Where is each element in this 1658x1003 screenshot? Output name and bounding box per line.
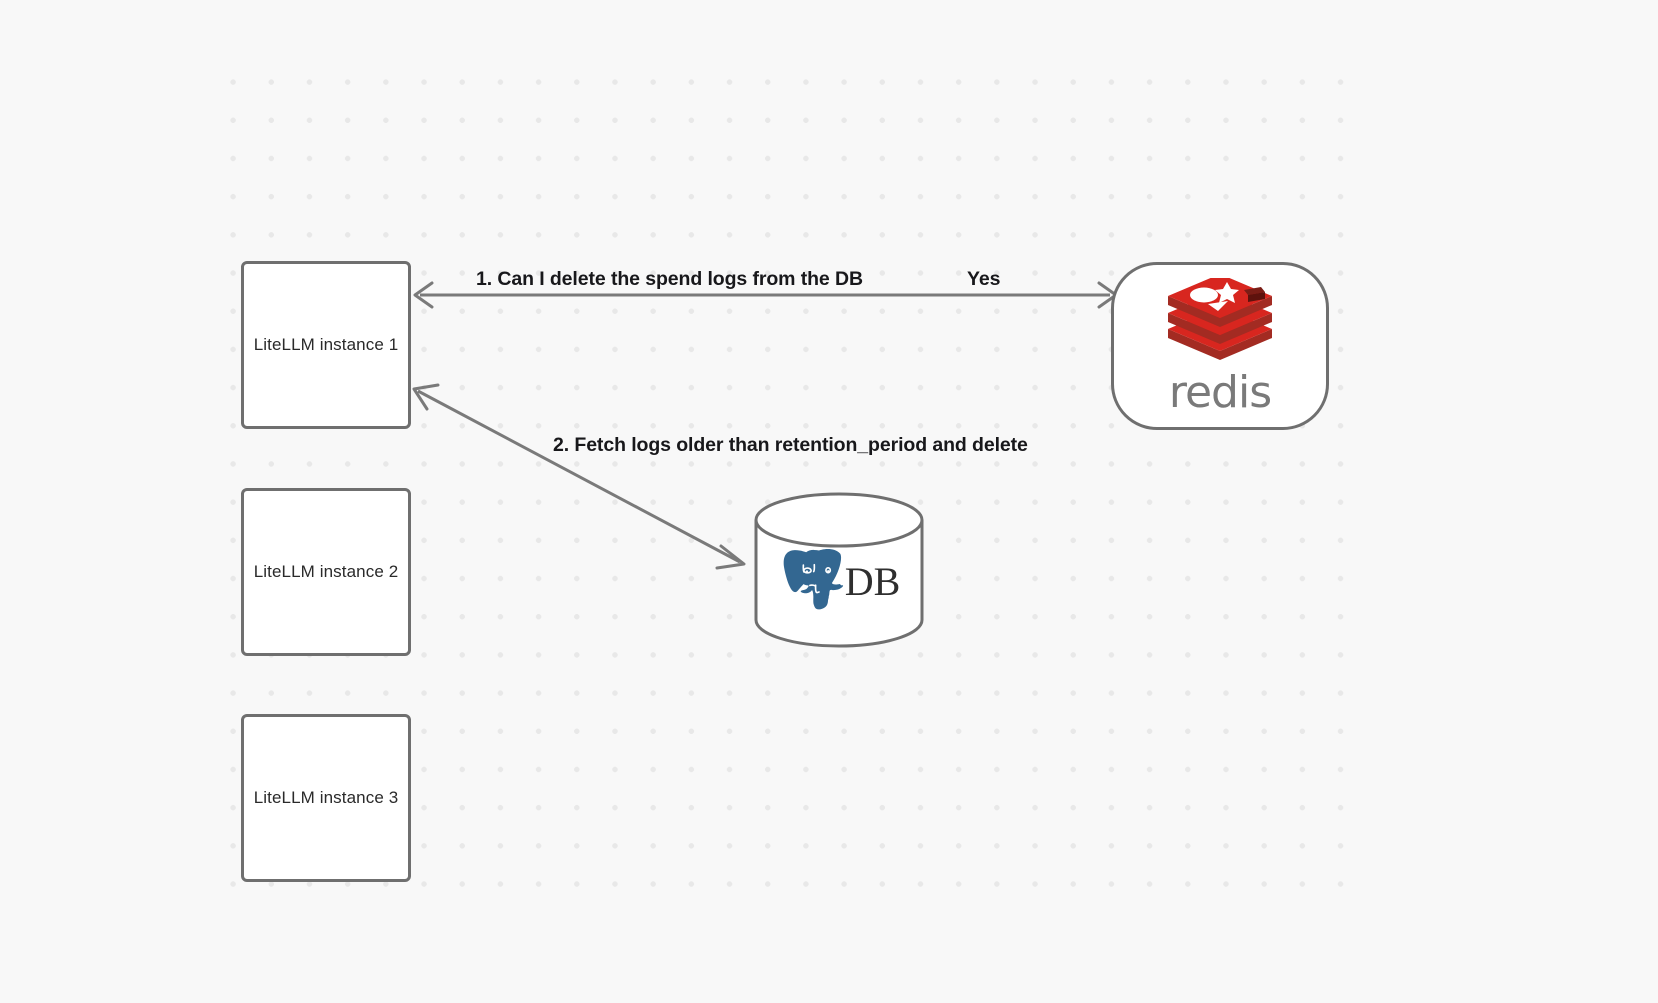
node-db[interactable]: DB [753, 492, 925, 648]
postgresql-elephant-icon [778, 549, 844, 615]
node-litellm-instance-1-label: LiteLLM instance 1 [253, 335, 399, 354]
edge-litellm1-to-db [412, 383, 746, 570]
db-content: DB [753, 536, 925, 628]
db-label: DB [844, 559, 901, 604]
node-litellm-instance-1[interactable]: LiteLLM instance 1 [241, 261, 411, 429]
redis-wordmark: redis [1168, 366, 1272, 418]
node-litellm-instance-3-label: LiteLLM instance 3 [253, 788, 399, 807]
edge-label-step-1-response: Yes [967, 268, 1001, 290]
node-redis[interactable]: redis [1111, 262, 1329, 430]
node-litellm-instance-3[interactable]: LiteLLM instance 3 [241, 714, 411, 882]
edge-label-step-1: 1. Can I delete the spend logs from the … [476, 268, 863, 290]
edge-label-step-2: 2. Fetch logs older than retention_perio… [553, 434, 1028, 456]
redis-logo-wrap: redis [1164, 273, 1276, 418]
node-litellm-instance-2[interactable]: LiteLLM instance 2 [241, 488, 411, 656]
node-litellm-instance-2-label: LiteLLM instance 2 [253, 562, 399, 581]
redis-logo-icon [1164, 273, 1276, 369]
